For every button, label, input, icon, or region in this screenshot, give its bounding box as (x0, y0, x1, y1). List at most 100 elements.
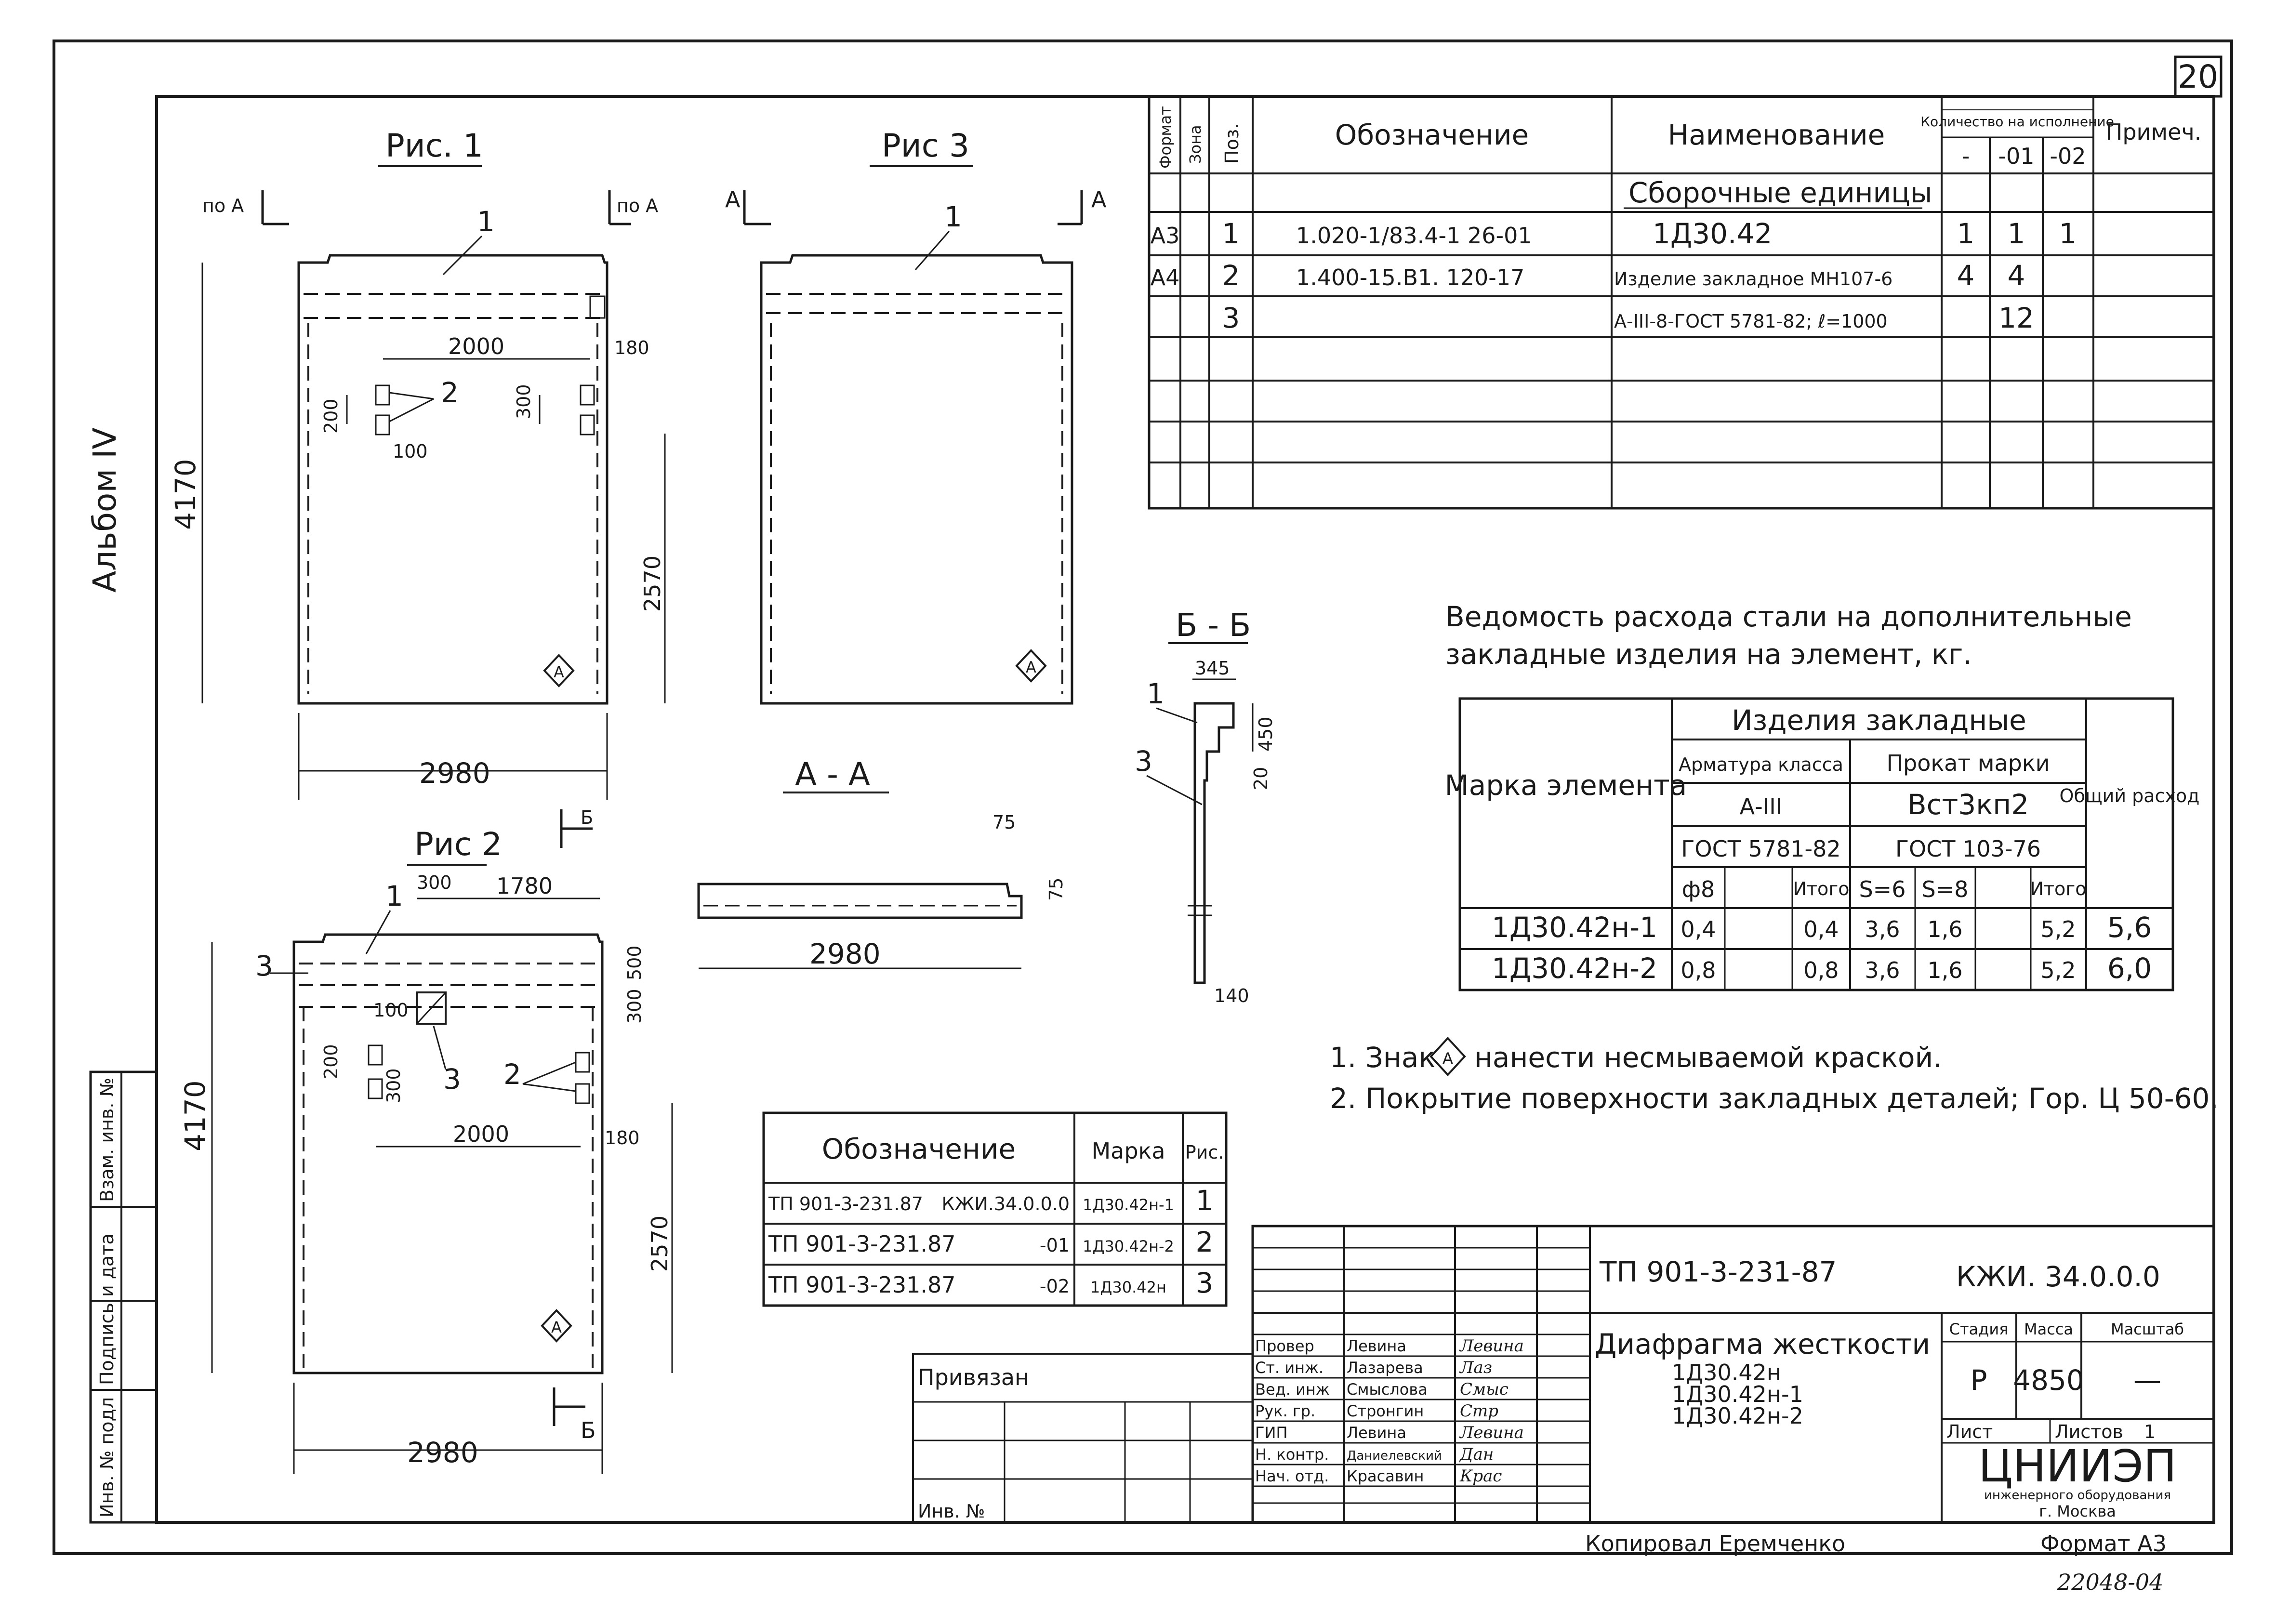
figure-1: Рис. 1 по А по А 1 2 2000 180 200 100 3 (169, 127, 666, 848)
side-stamp-vzam: Взам. инв. № (96, 1078, 118, 1202)
spec-h-name: Наименование (1668, 119, 1885, 151)
svg-text:А: А (1026, 658, 1036, 676)
fig1-cut-b: Б (581, 807, 593, 828)
marks-r2-suffix: -01 (1040, 1235, 1070, 1256)
spec-h-qty1: -01 (1998, 143, 2034, 169)
sig-2: Смыс (1460, 1380, 1509, 1399)
signature-rows: Провер Левина Левина Ст. инж. Лазарева Л… (1255, 1336, 1524, 1486)
aa-dim-75a: 75 (992, 812, 1016, 833)
fig2-dim-2000: 2000 (453, 1121, 509, 1147)
spec-h-designation: Обозначение (1335, 119, 1529, 151)
steel-r2-d8: 0,8 (1681, 957, 1716, 983)
steel-r2-mark: 1Д30.42н-2 (1492, 952, 1657, 985)
spec-h-qty0: - (1962, 143, 1970, 169)
spec-r2-format: А4 (1151, 264, 1180, 290)
object-mark-0: 1Д30.42н (1672, 1360, 1781, 1386)
doc-mark: КЖИ. 34.0.0.0 (1956, 1260, 2160, 1293)
steel-statement: Ведомость расхода стали на дополнительны… (1445, 600, 2199, 991)
steel-r1-itogo1: 0,4 (1803, 916, 1839, 942)
spec-r1-name: 1Д30.42 (1653, 217, 1772, 250)
inner-frame (155, 95, 2215, 1524)
marks-r2-mark: 1Д30.42н-2 (1083, 1237, 1174, 1255)
section-bb: Б - Б 345 450 20 1 3 140 (1135, 607, 1276, 1006)
sig-6: Крас (1459, 1466, 1502, 1486)
steel-r2-total: 6,0 (2107, 952, 2152, 985)
fig3-cut-left: А (725, 186, 741, 212)
org-line2: инженерного оборудования (1984, 1488, 2171, 1503)
steel-title-1: Ведомость расхода стали на дополнительны… (1445, 600, 2132, 633)
fig3-cut-right: А (1091, 186, 1107, 212)
steel-r1-itogo2: 5,2 (2040, 916, 2076, 942)
steel-h-rebar: Арматура класса (1679, 754, 1843, 775)
sig-3: Стр (1460, 1401, 1498, 1421)
sig-0: Левина (1459, 1336, 1524, 1356)
side-stamp-inv-podl: Инв. № подл (96, 1397, 118, 1518)
marks-r3-fig: 3 (1196, 1267, 1214, 1299)
spec-r1-q0: 1 (1957, 217, 1975, 250)
fig1-dim-2000: 2000 (448, 333, 504, 359)
fig1-dim-200: 200 (320, 398, 342, 434)
spec-r2-q1: 4 (2008, 259, 2025, 292)
name-6: Красавин (1347, 1467, 1424, 1485)
bb-dim-140: 140 (1214, 985, 1249, 1006)
scale-label: Масштаб (2111, 1320, 2184, 1338)
steel-col-d8: ф8 (1682, 876, 1715, 902)
fig3-title: Рис 3 (882, 127, 969, 164)
marks-h-designation: Обозначение (822, 1133, 1016, 1165)
fig2-leader-3b: 3 (443, 1063, 461, 1096)
marks-r2-fig: 2 (1196, 1226, 1214, 1258)
marks-r3-designation: ТП 901-3-231.87 (768, 1272, 956, 1298)
name-1: Лазарева (1347, 1359, 1423, 1377)
sheet-number: 20 (2178, 58, 2218, 95)
name-0: Левина (1347, 1337, 1406, 1355)
object-mark-2: 1Д30.42н-2 (1672, 1403, 1803, 1429)
sig-5: Дан (1459, 1445, 1494, 1464)
bb-dim-450: 450 (1255, 716, 1276, 752)
spec-h-format: Формат (1156, 106, 1175, 169)
marks-h-mark: Марка (1091, 1138, 1165, 1164)
album-label: Альбом IV (86, 427, 123, 593)
steel-col-s6: S=6 (1859, 876, 1905, 902)
fig2-leader-3a: 3 (255, 950, 273, 982)
role-1: Ст. инж. (1255, 1359, 1323, 1377)
spec-r1-format: А3 (1151, 223, 1180, 249)
marks-r3-mark: 1Д30.42н (1090, 1278, 1166, 1296)
name-5: Даниелевский (1347, 1449, 1442, 1463)
spec-r3-pos: 3 (1222, 302, 1240, 334)
figure-2: Рис 2 1 3 3 2 300 1780 500 300 100 200 3… (179, 826, 673, 1474)
note-1-symbol: А (1442, 1049, 1453, 1068)
mass-value: 4850 (2013, 1364, 2084, 1397)
spec-r2-pos: 2 (1222, 259, 1240, 292)
fig1-dim-2980: 2980 (419, 757, 490, 790)
outer-frame (53, 40, 2233, 1555)
svg-text:А: А (551, 1318, 562, 1336)
fig1-leader-2: 2 (441, 376, 459, 409)
fig1-cut-right: по А (617, 195, 658, 216)
role-5: Н. контр. (1255, 1445, 1329, 1464)
fig2-dim-300b: 300 (624, 989, 645, 1024)
role-3: Рук. гр. (1255, 1402, 1315, 1420)
svg-text:А: А (554, 663, 564, 681)
steel-r2-s6: 3,6 (1865, 957, 1900, 983)
fig2-dim-500: 500 (624, 945, 645, 980)
bb-leader-1: 1 (1147, 677, 1164, 710)
role-4: ГИП (1255, 1424, 1288, 1442)
marks-r1-mark: 1Д30.42н-1 (1083, 1196, 1174, 1214)
bb-dim-20: 20 (1250, 767, 1271, 790)
spec-r1-pos: 1 (1222, 217, 1240, 250)
note-1-suffix: нанести несмываемой краской. (1474, 1041, 1942, 1074)
spec-h-pos: Поз. (1221, 123, 1243, 164)
bb-title: Б - Б (1176, 607, 1251, 644)
fig2-dim-100: 100 (373, 1000, 409, 1021)
steel-r1-s6: 3,6 (1865, 916, 1900, 942)
title-block: Привязан Инв. № ТП 901-3-231-87 КЖИ. 34.… (912, 1225, 2215, 1524)
aa-title: А - А (795, 756, 870, 793)
spec-r2-designation: 1.400-15.В1. 120-17 (1296, 264, 1524, 290)
steel-rebar-class: А-III (1740, 793, 1783, 819)
steel-h-rolled: Прокат марки (1886, 750, 2050, 776)
bb-leader-3: 3 (1135, 745, 1152, 778)
spec-r3-q1: 12 (1998, 302, 2034, 334)
section-aa: А - А 75 75 2980 (697, 756, 1067, 970)
fig2-dim-2570: 2570 (647, 1215, 673, 1272)
notes: 1. Знак А нанести несмываемой краской. 2… (1330, 1037, 2219, 1115)
